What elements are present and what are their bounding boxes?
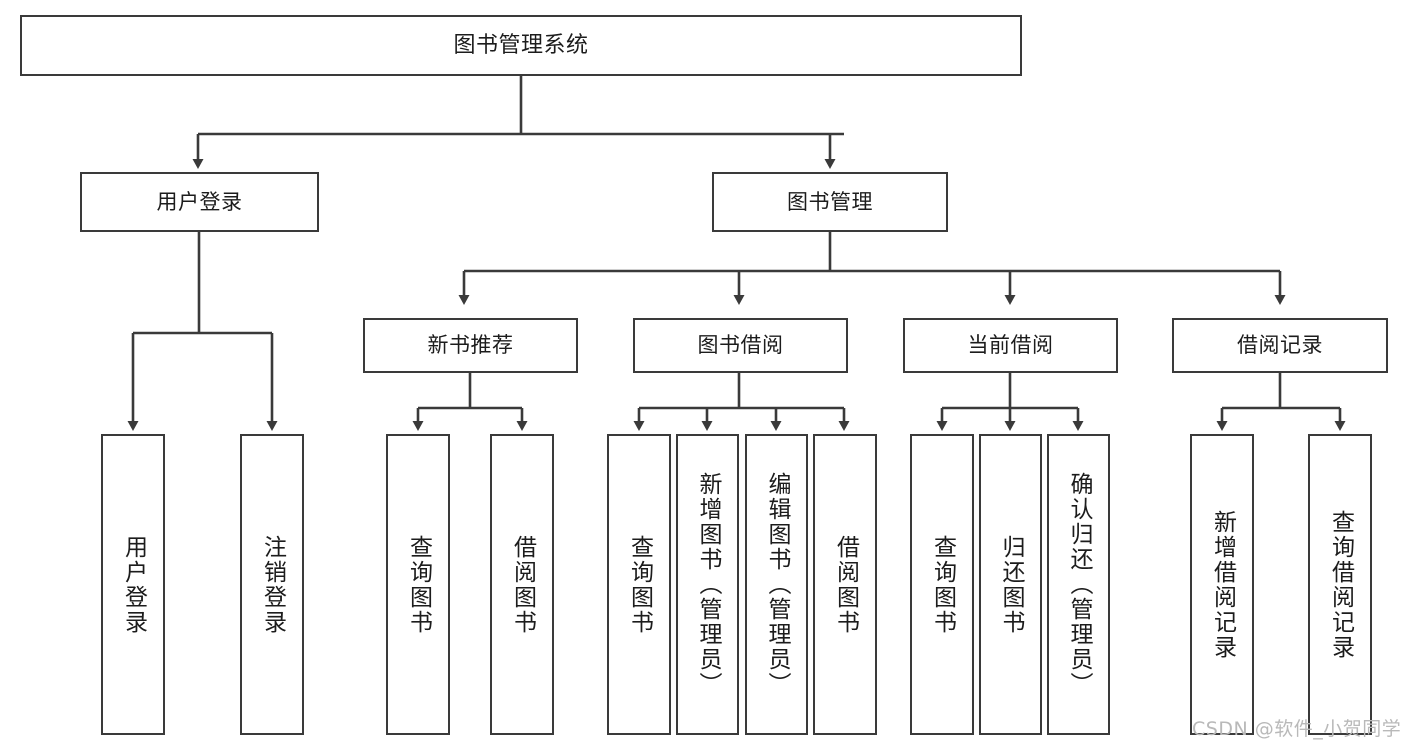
leaf-borrow-record-query[interactable]: 查询借阅记录 <box>1308 434 1372 735</box>
node-label: 新书推荐 <box>427 333 514 358</box>
node-label: 编辑图书（管理员） <box>764 472 790 697</box>
node-label: 确认归还（管理员） <box>1066 472 1092 697</box>
node-label: 查询图书 <box>929 534 956 635</box>
node-label: 用户登录 <box>120 534 147 635</box>
leaf-current-borrow-confirm[interactable]: 确认归还（管理员） <box>1047 434 1110 735</box>
leaf-current-borrow-query[interactable]: 查询图书 <box>910 434 974 735</box>
node-label: 图书管理 <box>787 189 873 214</box>
node-label: 借阅记录 <box>1237 333 1323 358</box>
node-label: 查询图书 <box>626 534 653 635</box>
leaf-current-borrow-return[interactable]: 归还图书 <box>979 434 1042 735</box>
node-label: 新增借阅记录 <box>1209 509 1236 660</box>
leaf-borrow-record-add[interactable]: 新增借阅记录 <box>1190 434 1254 735</box>
node-new-book-recommend[interactable]: 新书推荐 <box>363 318 578 373</box>
node-label: 归还图书 <box>998 534 1024 635</box>
leaf-book-borrow-add[interactable]: 新增图书（管理员） <box>676 434 739 735</box>
leaf-book-borrow-edit[interactable]: 编辑图书（管理员） <box>745 434 808 735</box>
leaf-new-book-query[interactable]: 查询图书 <box>386 434 450 735</box>
node-label: 当前借阅 <box>967 333 1054 358</box>
leaf-user-login-logout[interactable]: 注销登录 <box>240 434 304 735</box>
leaf-book-borrow-borrow[interactable]: 借阅图书 <box>813 434 877 735</box>
node-label: 新增图书（管理员） <box>695 472 721 697</box>
node-book-management[interactable]: 图书管理 <box>712 172 948 232</box>
leaf-user-login-login[interactable]: 用户登录 <box>101 434 165 735</box>
node-label: 注销登录 <box>259 534 286 635</box>
node-label: 借阅图书 <box>509 534 536 635</box>
node-user-login[interactable]: 用户登录 <box>80 172 319 232</box>
node-current-borrow[interactable]: 当前借阅 <box>903 318 1118 373</box>
leaf-new-book-borrow[interactable]: 借阅图书 <box>490 434 554 735</box>
leaf-book-borrow-query[interactable]: 查询图书 <box>607 434 671 735</box>
node-label: 图书管理系统 <box>453 32 589 58</box>
node-label: 借阅图书 <box>832 534 859 635</box>
node-book-borrow[interactable]: 图书借阅 <box>633 318 848 373</box>
node-root-library-system[interactable]: 图书管理系统 <box>20 15 1022 76</box>
node-label: 查询图书 <box>405 534 432 635</box>
node-label: 查询借阅记录 <box>1327 509 1354 660</box>
node-label: 用户登录 <box>156 189 243 214</box>
node-label: 图书借阅 <box>697 333 784 358</box>
node-borrow-record[interactable]: 借阅记录 <box>1172 318 1388 373</box>
